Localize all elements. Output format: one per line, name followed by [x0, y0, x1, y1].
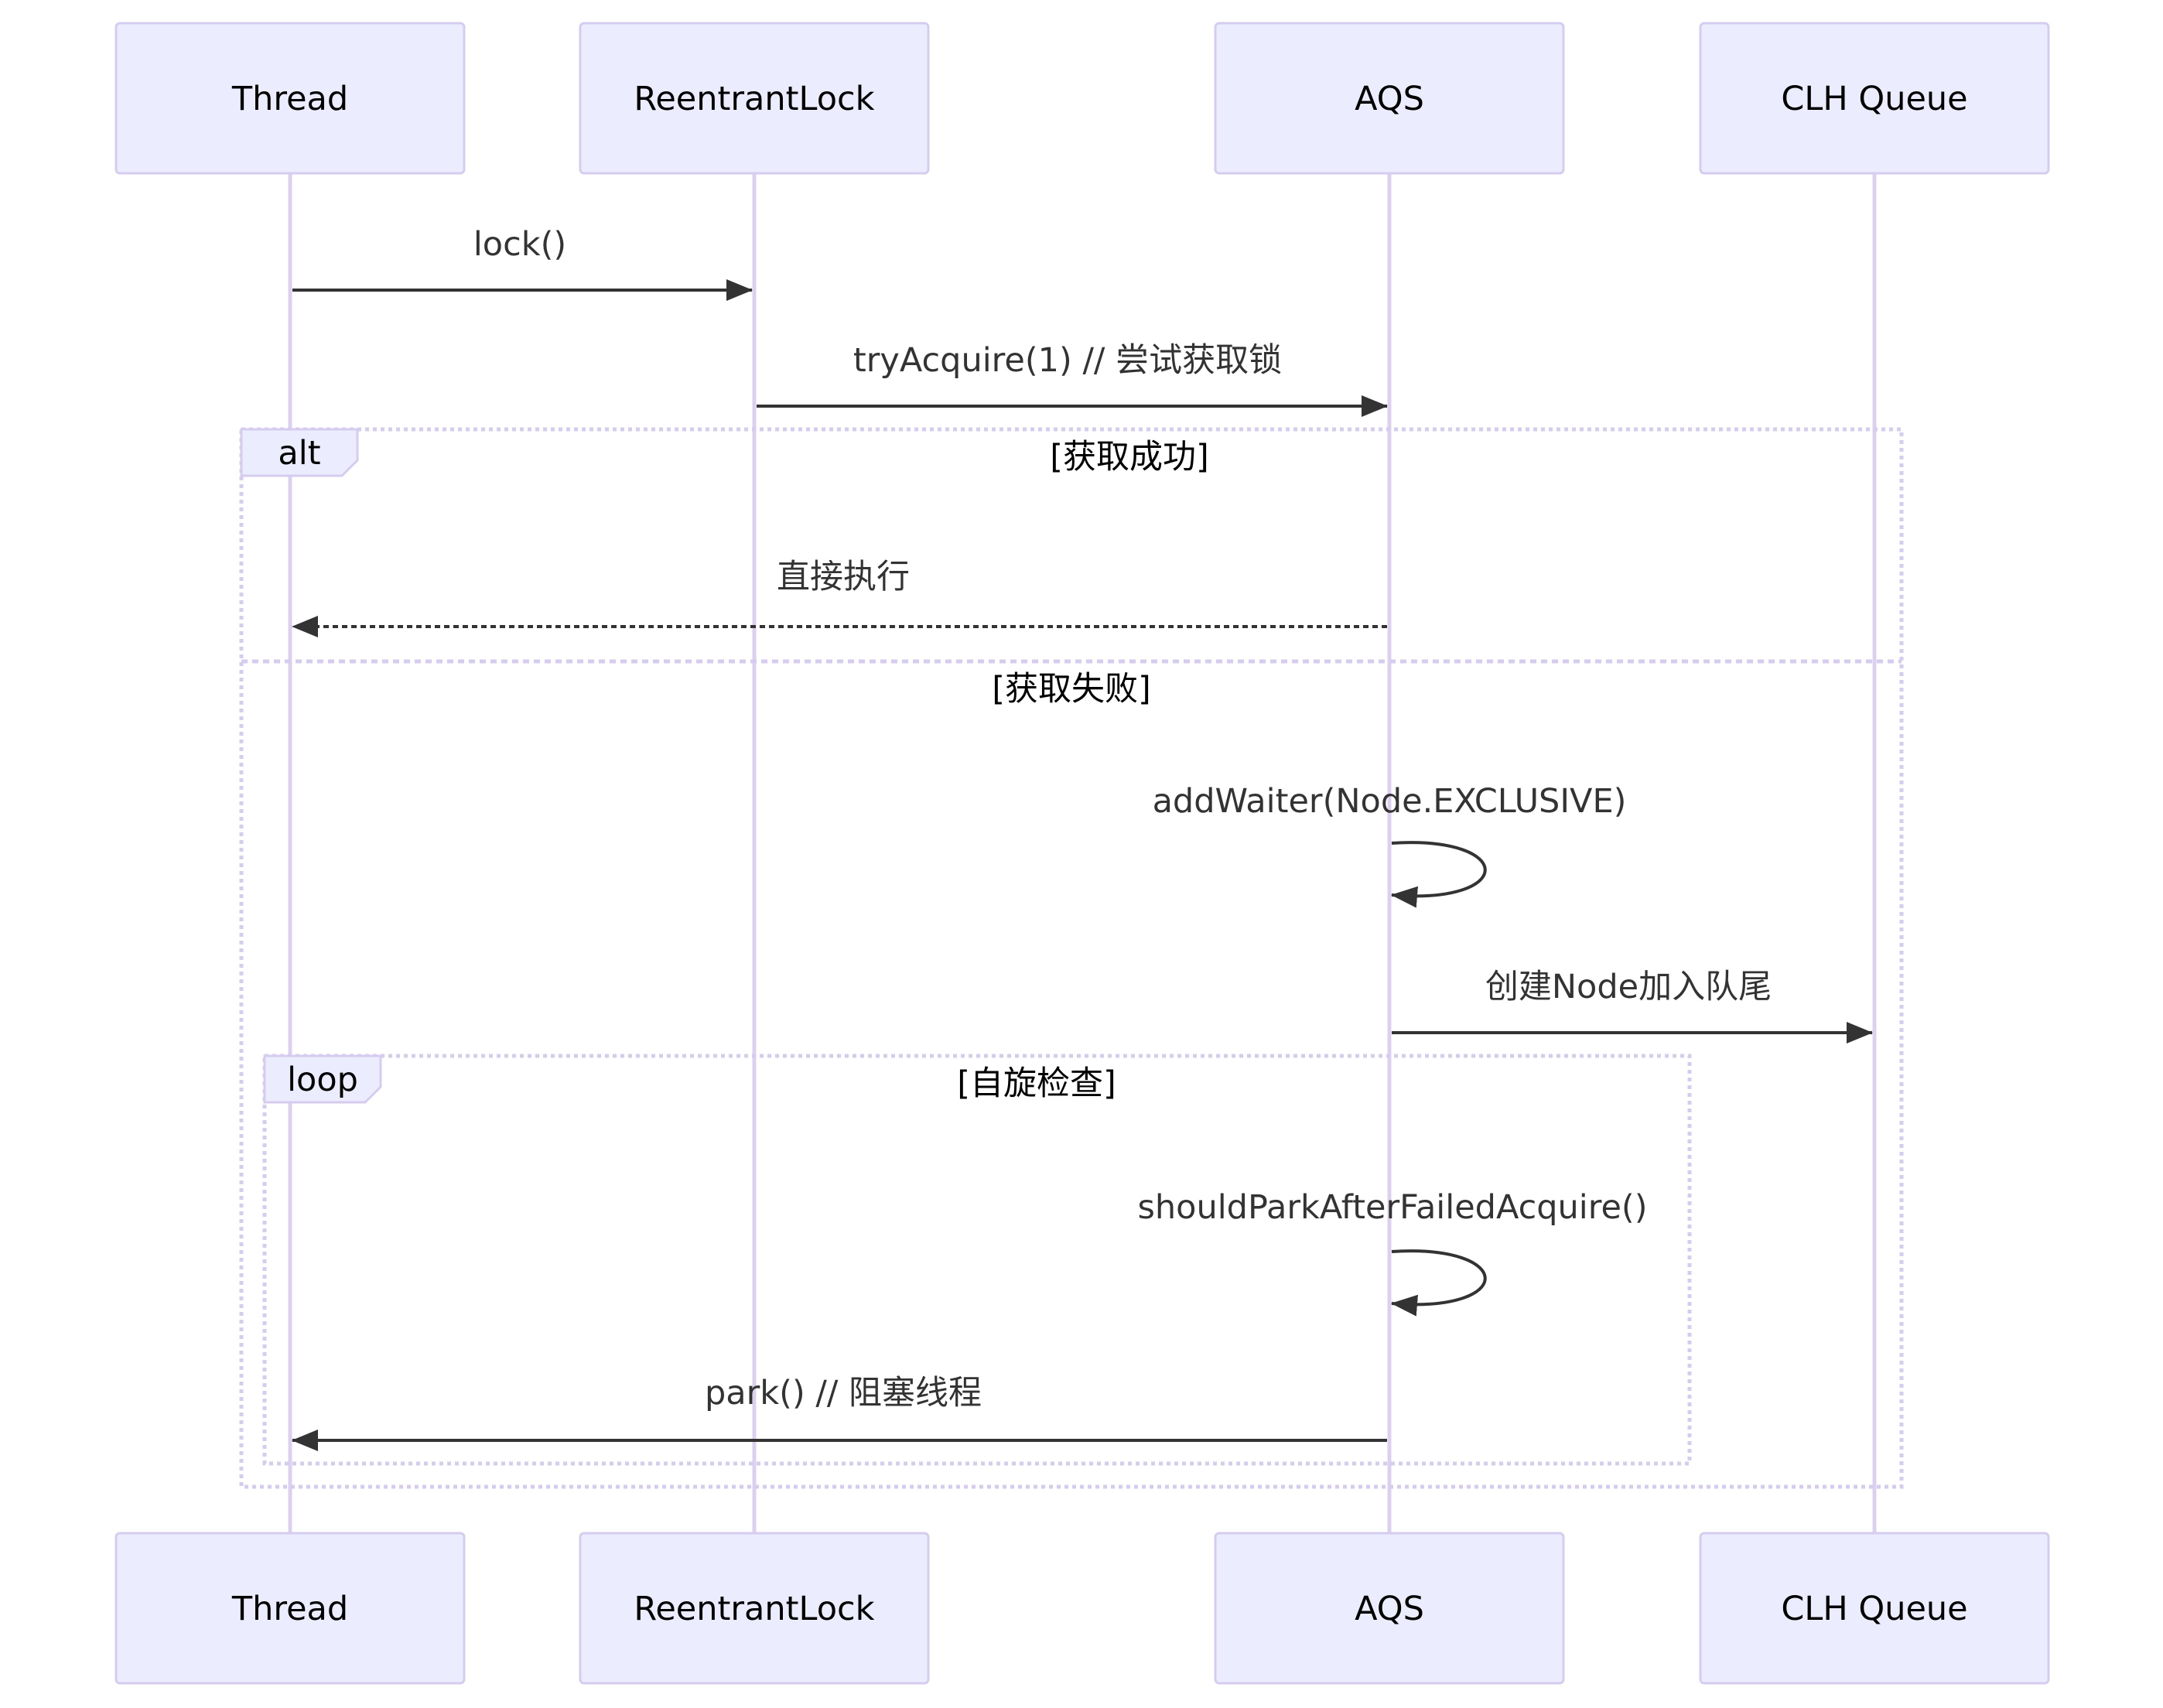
- actor-clh-queue-bottom: CLH Queue: [1699, 1532, 2050, 1685]
- message-addwaiter-arrow: [1391, 841, 1487, 908]
- alt-frame-label: alt: [278, 434, 320, 473]
- loop-condition: [自旋检查]: [957, 1064, 1116, 1103]
- actor-clh-queue-top-label: CLH Queue: [1781, 80, 1967, 118]
- alt-condition-failure: [获取失败]: [992, 670, 1151, 709]
- actor-aqs-bottom-label: AQS: [1355, 1590, 1424, 1628]
- actor-thread-bottom: Thread: [114, 1532, 466, 1685]
- actor-reentrantlock-bottom: ReentrantLock: [579, 1532, 930, 1685]
- actor-aqs-bottom: AQS: [1214, 1532, 1565, 1685]
- actor-reentrantlock-top-label: ReentrantLock: [634, 80, 874, 118]
- message-direct-execute-label: 直接执行: [777, 558, 910, 596]
- actor-aqs-top-label: AQS: [1355, 80, 1424, 118]
- message-park-label: park() // 阻塞线程: [705, 1374, 982, 1413]
- loop-frame-label: loop: [287, 1061, 358, 1099]
- alt-frame: alt [获取成功] [获取失败]: [239, 427, 1904, 1489]
- actor-clh-queue-bottom-label: CLH Queue: [1781, 1590, 1967, 1628]
- actor-aqs-top: AQS: [1214, 22, 1565, 175]
- message-tryacquire-label: tryAcquire(1) // 尝试获取锁: [853, 341, 1282, 380]
- message-shouldpark-label: shouldParkAfterFailedAcquire(): [1138, 1188, 1648, 1227]
- actor-clh-queue-top: CLH Queue: [1699, 22, 2050, 175]
- message-shouldpark-arrow: [1391, 1249, 1487, 1317]
- actor-thread-bottom-label: Thread: [231, 1590, 348, 1628]
- actor-thread-top: Thread: [114, 22, 466, 175]
- alt-condition-success: [获取成功]: [1050, 438, 1209, 477]
- actor-reentrantlock-top: ReentrantLock: [579, 22, 930, 175]
- message-addwaiter-label: addWaiter(Node.EXCLUSIVE): [1153, 782, 1627, 821]
- actor-reentrantlock-bottom-label: ReentrantLock: [634, 1590, 874, 1628]
- message-create-node-label: 创建Node加入队尾: [1485, 968, 1772, 1006]
- actor-thread-top-label: Thread: [231, 80, 348, 118]
- loop-frame: loop [自旋检查]: [262, 1054, 1692, 1466]
- message-lock-label: lock(): [473, 225, 566, 264]
